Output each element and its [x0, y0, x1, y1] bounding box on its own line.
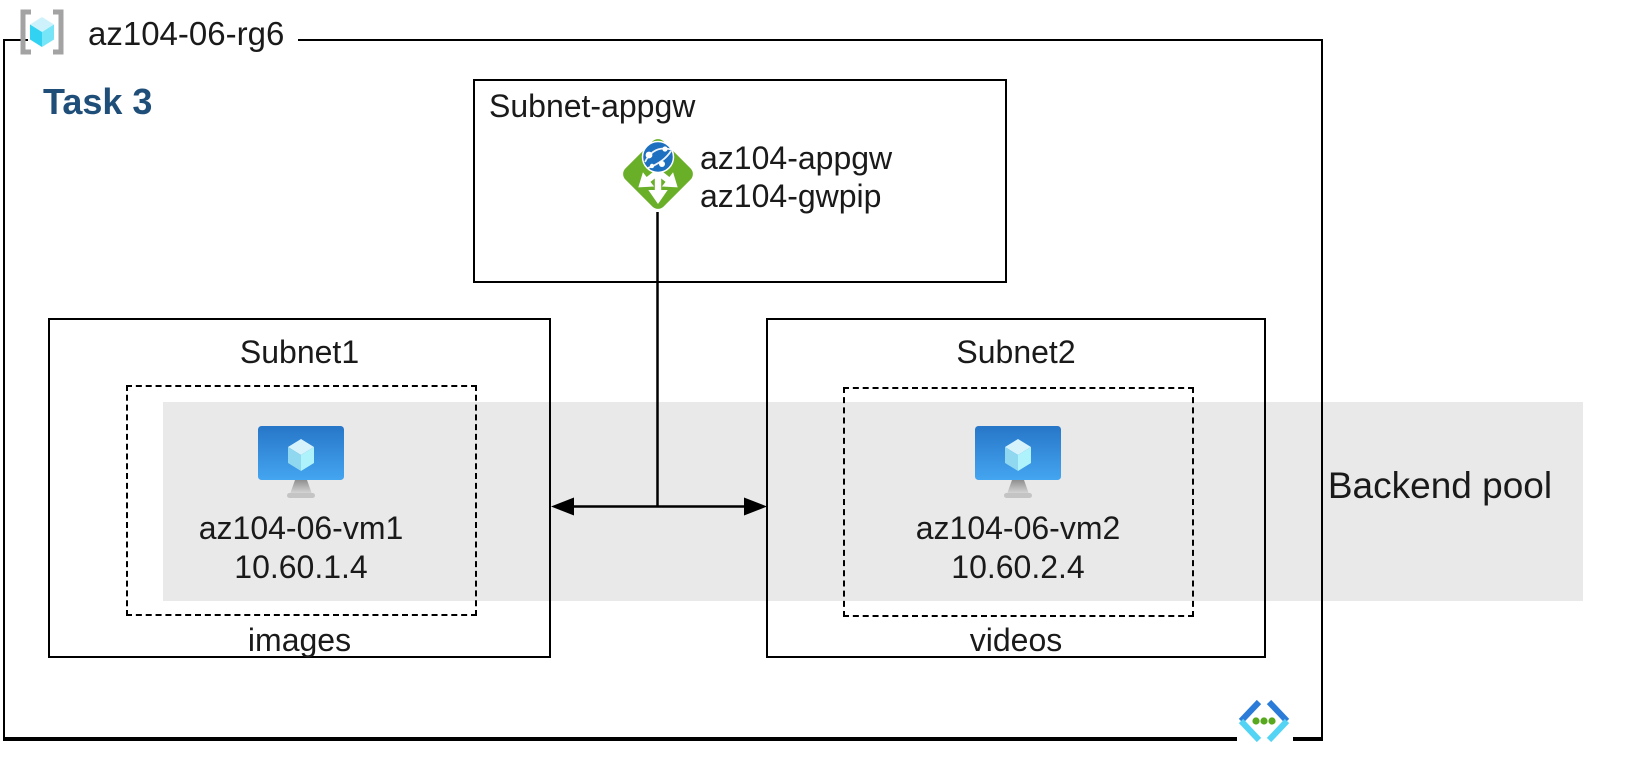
vnet-icon-mask [1237, 734, 1293, 746]
vm2-labels: az104-06-vm2 10.60.2.4 [868, 509, 1168, 587]
resource-group-box [3, 39, 1323, 741]
backend-pool-label: Backend pool [1327, 465, 1553, 506]
vm2-name: az104-06-vm2 [915, 510, 1121, 546]
virtual-network-icon [1238, 699, 1290, 743]
virtual-machine-icon [258, 426, 344, 498]
vm1-ip: 10.60.1.4 [234, 549, 368, 585]
virtual-machine-icon [975, 426, 1061, 498]
subnet2-backend-dashed-box [843, 387, 1194, 617]
subnet2-container-label: videos [969, 622, 1063, 658]
subnet-appgw-title: Subnet-appgw [489, 88, 696, 124]
subnet1-box [48, 318, 551, 658]
subnet1-container-label: images [247, 622, 352, 658]
resource-group-icon [20, 9, 64, 55]
application-gateway-icon [623, 139, 693, 209]
subnet2-box [766, 318, 1266, 658]
vm1-name: az104-06-vm1 [198, 510, 404, 546]
task-label: Task 3 [43, 81, 153, 122]
subnet2-title: Subnet2 [956, 334, 1076, 370]
resource-group-title-mask [28, 30, 298, 50]
subnet1-backend-dashed-box [126, 385, 477, 616]
application-gateway-name: az104-appgw [700, 140, 893, 176]
subnet1-title: Subnet1 [239, 334, 360, 370]
vm1-labels: az104-06-vm1 10.60.1.4 [151, 509, 451, 587]
application-gateway-labels: az104-appgw az104-gwpip [700, 139, 892, 215]
backend-pool-band [163, 402, 1583, 601]
vm2-ip: 10.60.2.4 [951, 549, 1085, 585]
subnet-appgw-box [473, 79, 1007, 283]
resource-group-name: az104-06-rg6 [88, 15, 285, 52]
application-gateway-pip: az104-gwpip [700, 178, 882, 214]
